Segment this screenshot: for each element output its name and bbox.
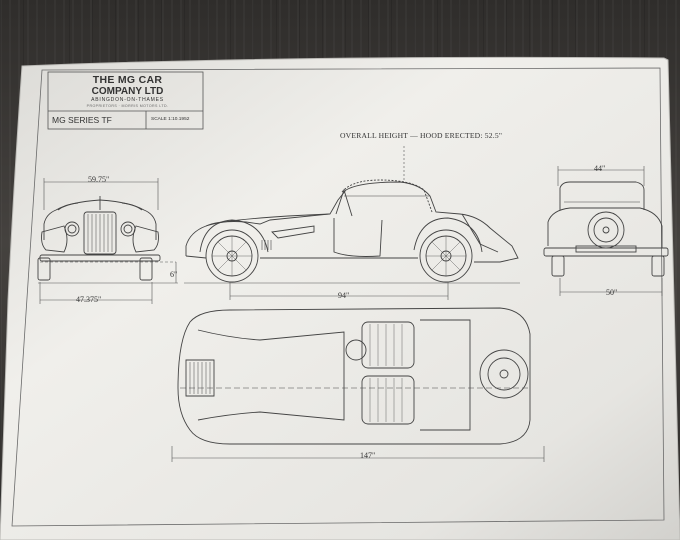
front-view xyxy=(37,196,161,281)
dimension-ground-clearance: 6" xyxy=(170,270,178,279)
company-name-line1: THE MG CAR xyxy=(92,74,163,86)
top-view xyxy=(177,307,531,445)
company-town: ABINGDON-ON-THAMES xyxy=(91,97,164,103)
dimension-overall-length: 147" xyxy=(360,451,376,460)
overall-height-note: OVERALL HEIGHT — HOOD ERECTED: 52.5" xyxy=(340,131,503,140)
company-proprietors: PROPRIETORS · MORRIS MOTORS LTD. xyxy=(86,104,169,108)
dimension-rear-width: 44" xyxy=(594,164,606,173)
side-dimension-lines xyxy=(184,146,520,300)
paper-sheet xyxy=(0,56,680,540)
dimension-front-width: 59.75" xyxy=(88,175,110,184)
rear-view xyxy=(543,181,669,277)
model-label: MG SERIES TF xyxy=(52,115,112,125)
dimension-wheelbase: 94" xyxy=(338,291,350,300)
dimension-rear-track: 50" xyxy=(606,288,618,297)
drawing-border xyxy=(11,67,665,527)
front-dimension-lines xyxy=(38,178,178,304)
company-name-line2: COMPANY LTD xyxy=(91,86,164,97)
title-block-frame xyxy=(47,71,204,130)
scale-label: SCALE 1:10.1952 xyxy=(151,117,190,122)
rear-dimension-lines xyxy=(557,166,663,296)
top-dimension-lines xyxy=(171,446,545,462)
side-view xyxy=(185,179,519,283)
dimension-front-track: 47.375" xyxy=(76,295,102,304)
